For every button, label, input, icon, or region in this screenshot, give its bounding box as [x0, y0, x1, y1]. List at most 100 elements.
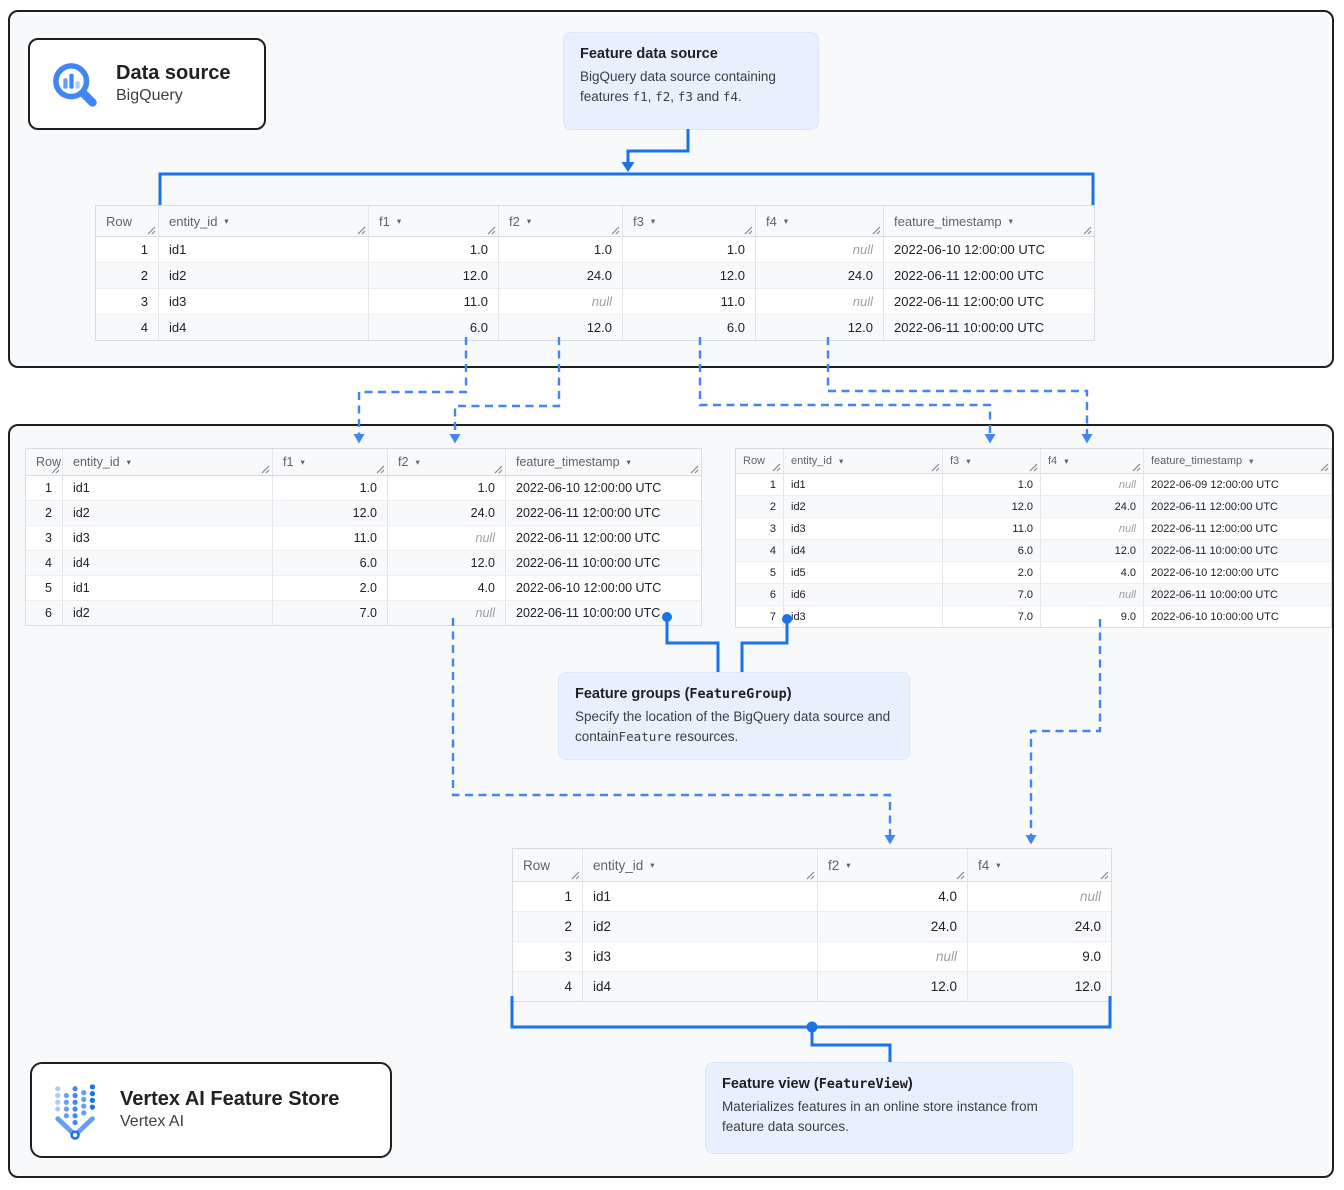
resize-handle-icon[interactable]	[772, 463, 781, 472]
column-header-Row[interactable]: Row	[513, 849, 583, 881]
feature-view-callout: Feature view (FeatureView) Materializes …	[705, 1062, 1073, 1154]
cell-f1: 12.0	[273, 501, 388, 525]
column-header-feature_timestamp[interactable]: feature_timestamp▾	[884, 206, 1094, 236]
column-dropdown-icon[interactable]: ▾	[1249, 456, 1254, 466]
column-header-f1[interactable]: f1▾	[369, 206, 499, 236]
column-header-f3[interactable]: f3▾	[623, 206, 756, 236]
resize-handle-icon[interactable]	[487, 226, 496, 235]
inline-text: resources.	[671, 728, 739, 744]
cell-Row: 1	[26, 476, 63, 500]
column-header-Row[interactable]: Row	[96, 206, 159, 236]
column-header-f4[interactable]: f4▾	[756, 206, 884, 236]
column-header-label: f2	[509, 213, 520, 229]
column-header-f2[interactable]: f2▾	[818, 849, 968, 881]
column-dropdown-icon[interactable]: ▾	[783, 216, 789, 226]
resize-handle-icon[interactable]	[931, 463, 940, 472]
column-header-f3[interactable]: f3▾	[943, 449, 1041, 473]
cell-f1: 7.0	[273, 601, 388, 625]
column-header-label: f4	[978, 857, 990, 873]
resize-handle-icon[interactable]	[261, 465, 270, 474]
resize-handle-icon[interactable]	[872, 226, 881, 235]
column-header-entity_id[interactable]: entity_id▾	[784, 449, 943, 473]
resize-handle-icon[interactable]	[1029, 463, 1038, 472]
cell-entity_id: id1	[63, 576, 273, 600]
column-header-f2[interactable]: f2 ▾	[499, 206, 623, 236]
inline-code: FeatureView	[818, 1076, 908, 1092]
inline-code: f2	[655, 88, 671, 104]
column-header-f1[interactable]: f1▾	[273, 449, 388, 475]
cell-feature_timestamp: 2022-06-10 12:00:00 UTC	[516, 581, 662, 595]
column-header-Row[interactable]: Row	[736, 449, 784, 473]
column-dropdown-icon[interactable]: ▾	[415, 457, 420, 467]
column-header-f2[interactable]: f2▾	[388, 449, 506, 475]
cell-f1: 6.0	[273, 551, 388, 575]
cell-f3: 7.0	[943, 606, 1041, 627]
cell-f4: 24.0	[756, 263, 884, 288]
cell-f2: 1.0	[499, 237, 623, 262]
callout-body: Specify the location of the BigQuery dat…	[575, 707, 893, 746]
column-dropdown-icon[interactable]: ▾	[838, 456, 844, 466]
column-header-label: entity_id	[169, 213, 218, 229]
column-dropdown-icon[interactable]: ▾	[224, 216, 229, 226]
data-source-card-title: Data source	[116, 62, 231, 85]
column-dropdown-icon[interactable]: ▾	[846, 860, 851, 870]
column-header-entity_id[interactable]: entity_id▾	[583, 849, 818, 881]
cell-f3: 12.0	[943, 496, 1041, 517]
cell-f3: 6.0	[623, 315, 756, 340]
column-dropdown-icon[interactable]: ▾	[650, 860, 655, 870]
column-header-f4[interactable]: f4 ▾	[968, 849, 1111, 881]
resize-handle-icon[interactable]	[51, 465, 60, 474]
column-dropdown-icon[interactable]: ▾	[396, 216, 402, 226]
column-dropdown-icon[interactable]: ▾	[300, 457, 305, 467]
column-header-entity_id[interactable]: entity_id ▾	[159, 206, 369, 236]
cell-feature_timestamp: 2022-06-10 12:00:00 UTC	[894, 242, 1046, 257]
callout-title: Feature groups (FeatureGroup)	[575, 686, 893, 702]
resize-handle-icon[interactable]	[744, 226, 753, 235]
resize-handle-icon[interactable]	[806, 871, 815, 880]
resize-handle-icon[interactable]	[1132, 463, 1141, 472]
column-header-feature_timestamp[interactable]: feature_timestamp▾	[1144, 449, 1331, 473]
resize-handle-icon[interactable]	[571, 871, 580, 880]
resize-handle-icon[interactable]	[1100, 871, 1109, 880]
cell-f2: null	[499, 289, 623, 314]
resize-handle-icon[interactable]	[956, 871, 965, 880]
cell-feature_timestamp: 2022-06-11 12:00:00 UTC	[516, 506, 661, 520]
resize-handle-icon[interactable]	[611, 226, 620, 235]
resize-handle-icon[interactable]	[376, 465, 385, 474]
column-header-entity_id[interactable]: entity_id▾	[63, 449, 273, 475]
resize-handle-icon[interactable]	[1320, 463, 1329, 472]
column-dropdown-icon[interactable]: ▾	[966, 456, 971, 466]
cell-feature_timestamp: 2022-06-11 12:00:00 UTC	[516, 531, 661, 545]
column-dropdown-icon[interactable]: ▾	[626, 457, 631, 467]
column-dropdown-icon[interactable]: ▾	[126, 457, 131, 467]
column-header-Row[interactable]: Row	[26, 449, 63, 475]
cell-feature_timestamp: 2022-06-11 12:00:00 UTC	[1151, 522, 1278, 535]
cell-feature_timestamp: 2022-06-10 12:00:00 UTC	[1151, 566, 1279, 579]
resize-handle-icon[interactable]	[357, 226, 366, 235]
column-dropdown-icon[interactable]: ▾	[650, 216, 656, 226]
resize-handle-icon[interactable]	[690, 465, 699, 474]
column-dropdown-icon[interactable]: ▾	[526, 216, 532, 226]
cell-Row: 4	[26, 551, 63, 575]
column-dropdown-icon[interactable]: ▾	[1064, 456, 1069, 466]
resize-handle-icon[interactable]	[494, 465, 503, 474]
inline-text: ,	[647, 88, 656, 104]
column-dropdown-icon[interactable]: ▾	[1008, 216, 1013, 226]
column-dropdown-icon[interactable]: ▾	[996, 860, 1001, 870]
resize-handle-icon[interactable]	[147, 226, 156, 235]
column-header-f4[interactable]: f4▾	[1041, 449, 1144, 473]
column-header-feature_timestamp[interactable]: feature_timestamp▾	[506, 449, 701, 475]
cell-f2: 12.0	[388, 551, 506, 575]
resize-handle-icon[interactable]	[1083, 226, 1092, 235]
